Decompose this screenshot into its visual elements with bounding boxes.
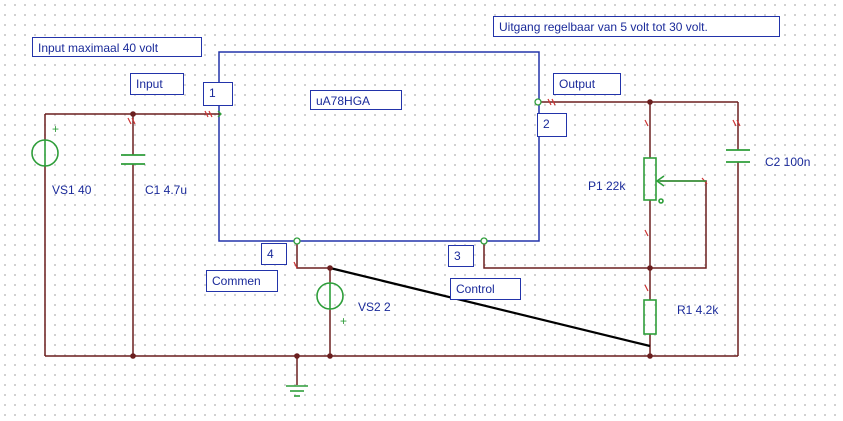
pin-marker xyxy=(547,98,556,106)
junction-dot xyxy=(327,353,333,359)
note-input-max[interactable]: Input maximaal 40 volt xyxy=(32,37,202,57)
pin-output-number-box[interactable]: 2 xyxy=(537,113,567,137)
note-output-range[interactable]: Uitgang regelbaar van 5 volt tot 30 volt… xyxy=(493,16,780,37)
c1-capacitor[interactable] xyxy=(121,154,145,165)
junction-dot xyxy=(647,353,653,359)
junction-dot xyxy=(647,265,653,271)
note-output-range-text: Uitgang regelbaar van 5 volt tot 30 volt… xyxy=(499,20,708,34)
pin-common-number: 4 xyxy=(267,247,274,261)
pin-output-label: Output xyxy=(559,77,596,91)
pin-input-number-box[interactable]: 1 xyxy=(203,82,233,106)
pin-marker xyxy=(204,110,213,118)
pin-control-number-box[interactable]: 3 xyxy=(448,245,474,267)
pin-input-label-box[interactable]: Input xyxy=(130,73,184,95)
note-input-max-text: Input maximaal 40 volt xyxy=(38,41,159,55)
vs1-plus-sign: + xyxy=(52,122,59,136)
junction-dot xyxy=(647,99,653,105)
pin-input-number: 1 xyxy=(209,86,216,100)
pin-output-connector[interactable] xyxy=(534,98,542,106)
junction-dot xyxy=(294,353,300,359)
c2-capacitor[interactable] xyxy=(726,149,750,163)
p1-label: P1 22k xyxy=(588,179,626,193)
junction-dot xyxy=(130,353,136,359)
pin-marker xyxy=(127,117,136,125)
vs1-source[interactable] xyxy=(31,139,59,167)
pin-common-connector[interactable] xyxy=(293,237,301,245)
wire-jumper xyxy=(329,266,651,348)
pin-control-connector[interactable] xyxy=(480,237,488,245)
pin-common-label: Commen xyxy=(212,274,261,288)
junction-dot xyxy=(130,111,136,117)
wire-control xyxy=(483,241,650,269)
pin-output-label-box[interactable]: Output xyxy=(553,73,621,95)
pin-marker xyxy=(644,119,649,127)
pin-marker xyxy=(644,229,649,237)
pin-common-number-box[interactable]: 4 xyxy=(261,243,287,265)
pin-control-label: Control xyxy=(456,282,495,296)
c1-label: C1 4.7u xyxy=(145,183,188,197)
pin-control-number: 3 xyxy=(454,249,461,263)
wire-common xyxy=(296,241,330,269)
r1-resistor[interactable] xyxy=(643,299,657,335)
ground-icon xyxy=(286,385,308,397)
vs2-label: VS2 2 xyxy=(358,300,391,314)
pin-input-connector[interactable] xyxy=(217,110,222,118)
r1-label: R1 4.2k xyxy=(677,303,719,317)
pin-input-label: Input xyxy=(136,77,163,91)
vs1-label: VS1 40 xyxy=(52,183,92,197)
c2-label: C2 100n xyxy=(765,155,811,169)
junction-dot xyxy=(327,265,333,271)
pin-marker xyxy=(644,284,649,292)
ic-name-box[interactable]: uA78HGA xyxy=(310,90,402,110)
pin-output-number: 2 xyxy=(543,117,550,131)
vs2-plus-sign: + xyxy=(340,314,347,328)
pin-marker xyxy=(732,119,741,127)
pin-common-label-box[interactable]: Commen xyxy=(206,270,278,292)
vs2-source[interactable] xyxy=(316,282,344,310)
pin-marker xyxy=(293,261,298,269)
wire-p1-wiper xyxy=(650,180,707,269)
p1-potentiometer[interactable] xyxy=(643,157,706,204)
pin-control-label-box[interactable]: Control xyxy=(450,278,521,300)
ic-body[interactable] xyxy=(218,51,540,242)
ic-name: uA78HGA xyxy=(316,94,371,108)
